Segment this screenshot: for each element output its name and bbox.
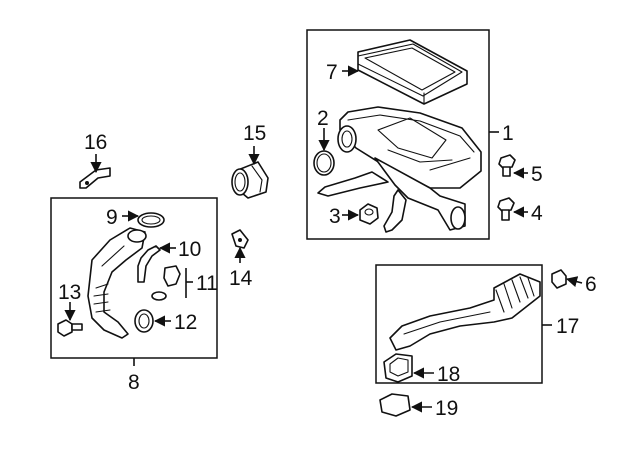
callout-7: 7 <box>326 61 338 84</box>
seal-part[interactable] <box>383 353 413 383</box>
callout-15: 15 <box>243 122 266 145</box>
callout-3: 3 <box>329 205 341 228</box>
outlet-duct-part[interactable] <box>389 273 541 351</box>
bracket-part[interactable] <box>79 167 111 189</box>
callout-13: 13 <box>58 281 81 304</box>
air-filter-part[interactable] <box>357 39 468 105</box>
callout-19: 19 <box>435 397 458 420</box>
callout-8: 8 <box>128 371 140 394</box>
small-bracket-part[interactable] <box>231 229 249 249</box>
bolt-part-4[interactable] <box>497 197 515 221</box>
vacuum-hose-part[interactable] <box>137 245 161 283</box>
sensor-part[interactable] <box>151 265 181 301</box>
intake-duct-part[interactable] <box>87 227 147 339</box>
group-box-outlet-duct <box>375 264 543 384</box>
clamp-part-9[interactable] <box>137 212 165 228</box>
callout-14: 14 <box>229 267 253 290</box>
pad-part[interactable] <box>379 393 411 417</box>
coupler-part[interactable] <box>134 309 154 333</box>
callout-5: 5 <box>531 163 543 186</box>
callout-10: 10 <box>178 238 201 261</box>
leader-6 <box>565 276 583 288</box>
o-ring-part[interactable] <box>313 150 335 176</box>
group-box-intake-duct <box>50 197 218 359</box>
bolt-part-13[interactable] <box>57 319 83 337</box>
callout-11: 11 <box>196 272 218 295</box>
air-cleaner-housing-part[interactable] <box>317 106 482 233</box>
callout-2: 2 <box>317 107 329 130</box>
callout-16: 16 <box>84 131 107 154</box>
mass-air-flow-sensor-part[interactable] <box>231 161 269 199</box>
callout-1: 1 <box>502 122 514 145</box>
callout-12: 12 <box>174 311 197 334</box>
callout-4: 4 <box>531 202 543 225</box>
callout-18: 18 <box>437 363 460 386</box>
bolt-part-5[interactable] <box>498 154 516 177</box>
callout-17: 17 <box>556 315 579 338</box>
nut-part[interactable] <box>359 203 379 225</box>
clip-part[interactable] <box>551 269 567 289</box>
callout-9: 9 <box>106 206 118 229</box>
group-box-air-cleaner <box>306 29 490 240</box>
callout-6: 6 <box>585 273 597 296</box>
